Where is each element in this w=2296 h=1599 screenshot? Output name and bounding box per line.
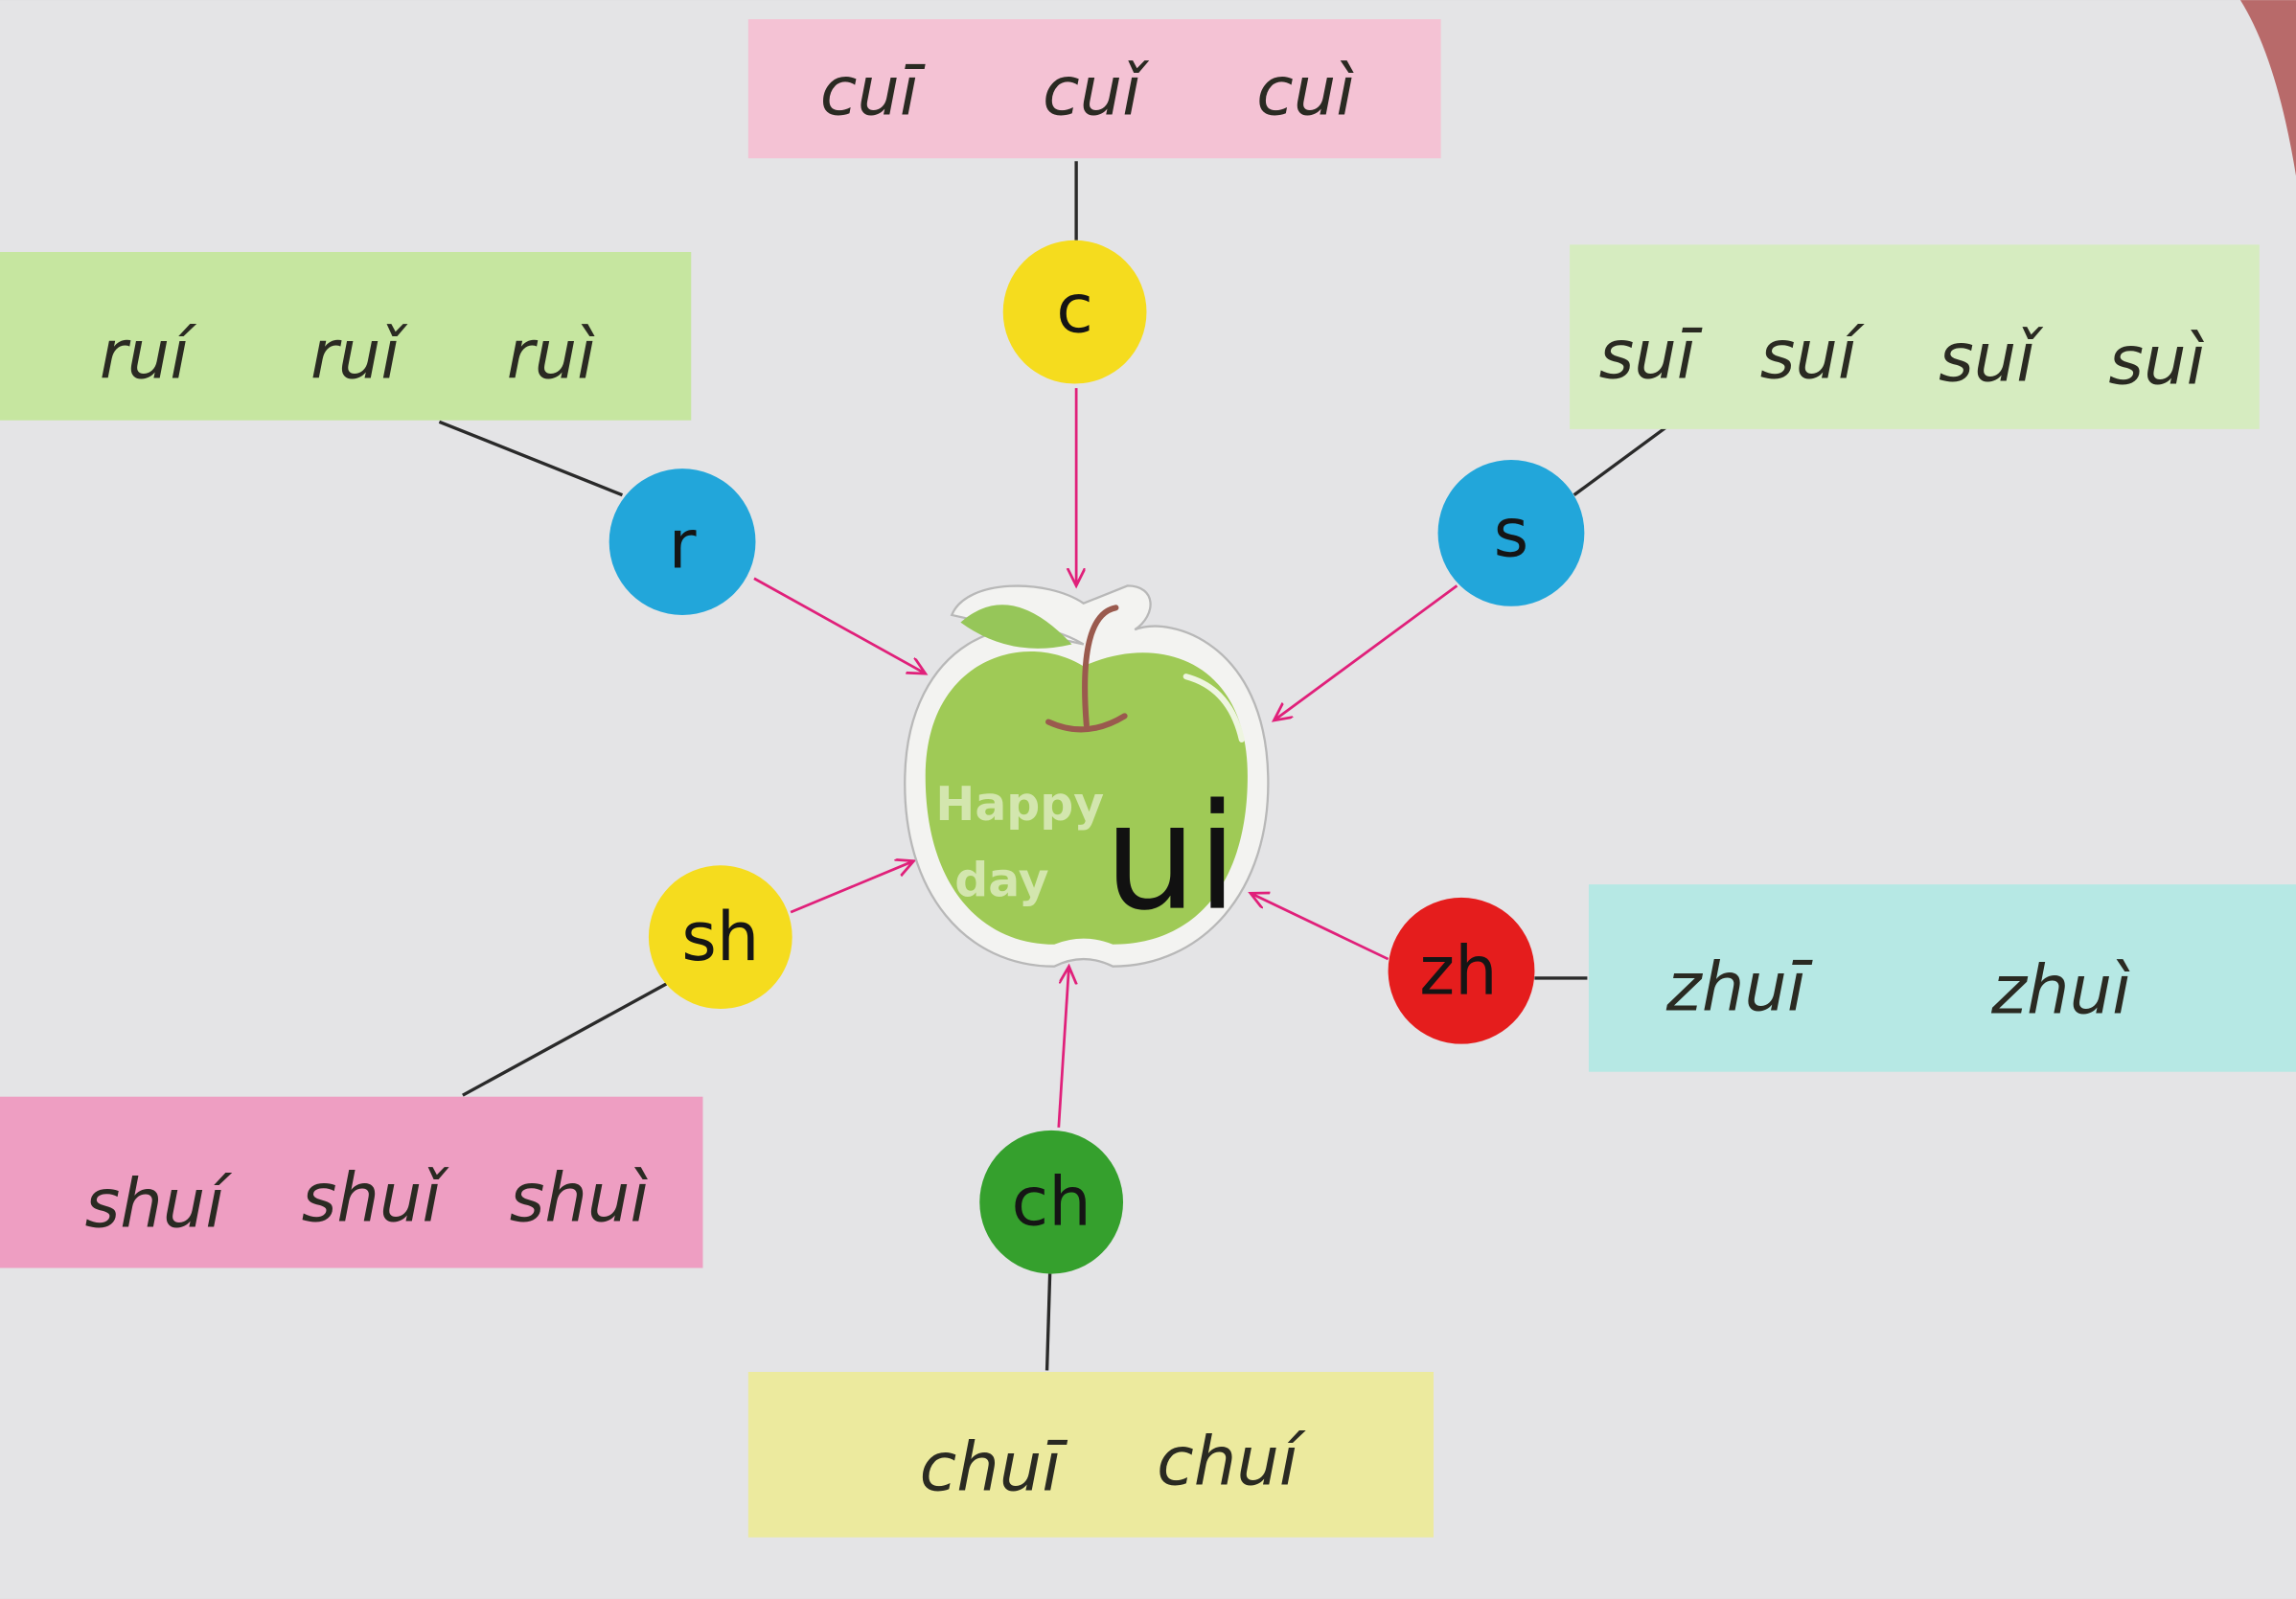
word: shuǐ bbox=[302, 1159, 450, 1238]
apple-body bbox=[925, 651, 1248, 945]
initial-s: s bbox=[1437, 459, 1585, 606]
initial-r: r bbox=[608, 468, 756, 615]
card-sh: shuí shuǐ shuì bbox=[0, 1096, 703, 1268]
word: suī bbox=[1599, 315, 1703, 394]
connector-lines bbox=[438, 161, 1681, 1371]
arrows bbox=[753, 388, 1458, 1128]
initial-ch: ch bbox=[979, 1130, 1124, 1274]
word: zhuì bbox=[1990, 951, 2131, 1030]
line-sh bbox=[462, 982, 668, 1097]
card-c: cuī cuǐ cuì bbox=[747, 19, 1441, 159]
apple-highlight bbox=[1182, 674, 1245, 742]
card-zh: zhuī zhuì bbox=[1588, 884, 2296, 1072]
word: cuī bbox=[820, 52, 926, 130]
line-ch bbox=[1045, 1273, 1052, 1371]
svg-text:zh: zh bbox=[1419, 931, 1497, 1010]
word: cuǐ bbox=[1043, 52, 1150, 130]
center-final-ui: ui bbox=[1104, 773, 1237, 944]
sticker-text-day: day bbox=[954, 853, 1048, 907]
line-s bbox=[1573, 416, 1681, 497]
word: chuī bbox=[920, 1428, 1068, 1507]
word: zhuī bbox=[1665, 948, 1813, 1027]
arrow-zh bbox=[1251, 893, 1389, 961]
word: shuì bbox=[510, 1159, 649, 1238]
svg-text:ch: ch bbox=[1012, 1163, 1091, 1242]
apple-stem bbox=[1045, 605, 1128, 733]
svg-text:c: c bbox=[1056, 270, 1093, 349]
svg-text:sh: sh bbox=[681, 898, 759, 976]
paper-corner bbox=[2239, 0, 2296, 176]
arrow-s bbox=[1274, 584, 1458, 720]
sticker-text-happy: Happy bbox=[935, 777, 1104, 832]
apple-leaf bbox=[960, 605, 1072, 649]
arrow-sh bbox=[790, 861, 913, 914]
arrow-r bbox=[753, 577, 926, 674]
card-r: ruí ruǐ ruì bbox=[0, 252, 692, 421]
word: shuí bbox=[85, 1165, 233, 1244]
word: cuì bbox=[1256, 52, 1355, 130]
card-s: suī suí suǐ suì bbox=[1570, 244, 2260, 429]
card-ch: chuī chuí bbox=[747, 1371, 1434, 1538]
word: ruì bbox=[507, 315, 596, 394]
initial-c: c bbox=[1002, 240, 1147, 384]
word: suǐ bbox=[1939, 318, 2044, 397]
initial-zh: zh bbox=[1388, 897, 1535, 1044]
line-r bbox=[438, 420, 624, 497]
initial-sh: sh bbox=[648, 865, 792, 1010]
svg-text:r: r bbox=[669, 506, 697, 584]
word: suí bbox=[1760, 315, 1865, 394]
word: suì bbox=[2108, 322, 2205, 400]
word: ruǐ bbox=[310, 315, 408, 394]
word: chuí bbox=[1157, 1423, 1306, 1501]
arrow-ch bbox=[1057, 967, 1069, 1128]
word: ruí bbox=[100, 315, 196, 394]
apple-sticker: Happy day ui bbox=[904, 584, 1270, 968]
svg-text:s: s bbox=[1494, 493, 1529, 572]
